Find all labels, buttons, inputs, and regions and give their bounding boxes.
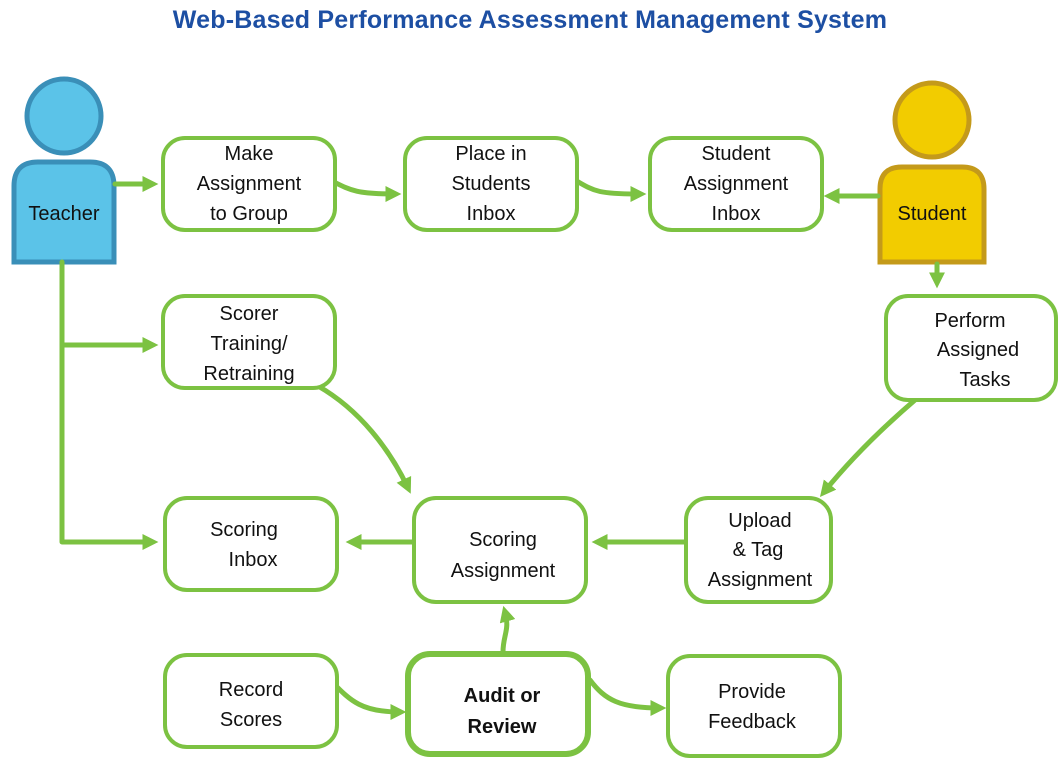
node-line: Feedback xyxy=(708,711,797,733)
node-line: Record xyxy=(219,679,283,701)
node-perform-tasks: Perform Assigned Tasks xyxy=(884,294,1058,402)
perform-to-upload-arrow xyxy=(819,397,918,497)
node-line: to Group xyxy=(210,203,288,225)
teacher-head xyxy=(24,76,104,156)
student-label: Student xyxy=(898,203,967,225)
teacher-body xyxy=(11,159,117,265)
node-line: Make xyxy=(225,143,274,165)
node-line: Assignment xyxy=(684,173,789,195)
node-scoring-inbox: Scoring Inbox xyxy=(163,496,339,592)
node-line: Scores xyxy=(220,709,282,731)
teacher-figure: Teacher xyxy=(11,76,117,265)
node-line: Audit or xyxy=(464,685,541,707)
make-to-place-arrow xyxy=(327,177,402,202)
node-line: & Tag xyxy=(733,539,784,561)
diagram-title: Web-Based Performance Assessment Managem… xyxy=(172,6,888,34)
node-line: Assignment xyxy=(451,560,556,582)
node-line: Upload xyxy=(728,510,791,532)
audit-to-feedback-arrow xyxy=(587,677,667,716)
node-line: Students xyxy=(452,173,531,195)
training-to-scoring-arrow xyxy=(315,383,412,494)
node-upload-tag: Upload & Tag Assignment xyxy=(684,496,833,604)
node-line: Retraining xyxy=(203,363,294,385)
place-to-student-inbox-arrow xyxy=(572,177,647,202)
student-head xyxy=(892,80,972,160)
node-student-inbox: Student Assignment Inbox xyxy=(648,136,824,232)
node-line: Tasks xyxy=(959,369,1010,391)
node-line: Provide xyxy=(718,681,786,703)
node-line: Assignment xyxy=(708,569,813,591)
node-line: Review xyxy=(468,716,537,738)
node-line: Inbox xyxy=(467,203,516,225)
node-line: Scoring xyxy=(210,519,278,541)
node-line: Student xyxy=(702,143,771,165)
record-to-audit-arrow xyxy=(327,677,407,720)
node-line: Assignment xyxy=(197,173,302,195)
node-line: Inbox xyxy=(229,549,278,571)
node-line: Scorer xyxy=(220,303,279,325)
node-provide-feedback: Provide Feedback xyxy=(666,654,842,758)
node-scorer-training: Scorer Training/ Retraining xyxy=(161,294,337,390)
node-scoring-assignment: Scoring Assignment xyxy=(412,496,588,604)
node-line: Training/ xyxy=(210,333,288,355)
node-line: Scoring xyxy=(469,529,537,551)
audit-to-scoring-arrow xyxy=(499,605,516,655)
teacher-label: Teacher xyxy=(28,203,99,225)
student-figure: Student xyxy=(877,80,987,265)
node-make-assignment: Make Assignment to Group xyxy=(161,136,337,232)
node-record-scores: Record Scores xyxy=(163,653,339,749)
node-line: Perform xyxy=(934,310,1005,332)
node-line: Assigned xyxy=(937,339,1019,361)
teacher-to-scoring-inbox-arrow xyxy=(59,259,159,551)
node-audit-review: Audit or Review xyxy=(405,651,591,757)
node-place-in-inbox: Place in Students Inbox xyxy=(403,136,579,232)
node-line: Inbox xyxy=(712,203,761,225)
node-line: Place in xyxy=(455,143,526,165)
student-body xyxy=(877,164,987,265)
